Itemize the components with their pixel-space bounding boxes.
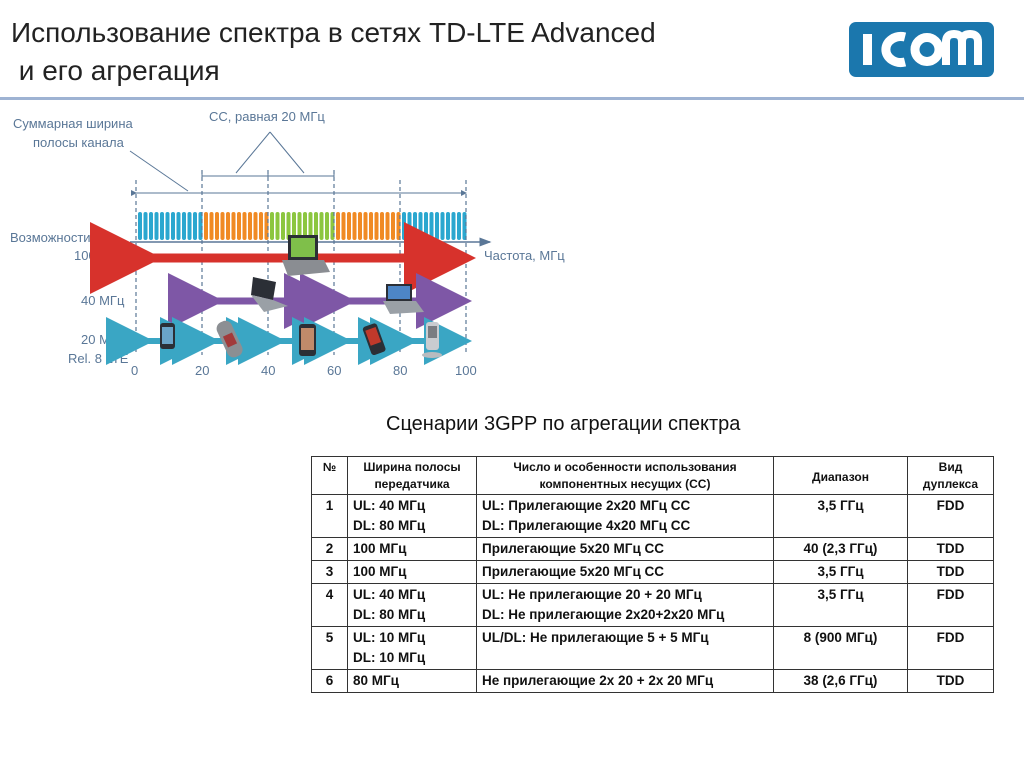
cell-band: 3,5 ГГц — [773, 560, 908, 584]
cell-bandwidth-line: 100 МГц — [353, 541, 407, 556]
label-ue-capabilities: Возможности UE — [10, 230, 113, 245]
cell-bandwidth-line: 80 МГц — [353, 673, 399, 688]
tick-100: 100 — [455, 363, 477, 378]
cell-cc: UL: Прилегающие 2х20 МГц СС DL: Прилегающ… — [476, 494, 774, 538]
cell-num: 6 — [311, 669, 348, 693]
icom-logo-icon — [849, 22, 994, 77]
tick-20: 20 — [195, 363, 209, 378]
cell-band: 8 (900 МГц) — [773, 626, 908, 670]
cell-cc-line: Не прилегающие 2х 20 + 2х 20 МГц — [482, 673, 714, 688]
table-row: 6 80 МГц Не прилегающие 2х 20 + 2х 20 МГц 3… — [311, 669, 994, 693]
cell-cc: UL/DL: Не прилегающие 5 + 5 МГц — [476, 626, 774, 670]
header-bandwidth: Ширина полосы передатчика — [347, 456, 477, 495]
row-label-100: 100 МГц — [74, 248, 125, 263]
tick-0: 0 — [131, 363, 138, 378]
cell-duplex: FDD — [907, 626, 994, 670]
cell-cc-line: UL: Не прилегающие 20 + 20 МГц — [482, 587, 702, 602]
cell-duplex: TDD — [907, 669, 994, 693]
cell-cc-line: UL/DL: Не прилегающие 5 + 5 МГц — [482, 630, 709, 645]
cell-num: 2 — [311, 537, 348, 561]
cell-bandwidth-line: DL: 10 МГц — [353, 650, 426, 665]
row-label-20: 20 МГц — [81, 332, 125, 347]
cell-duplex: FDD — [907, 494, 994, 538]
header-band: Диапазон — [773, 456, 908, 495]
cell-bandwidth: 80 МГц — [347, 669, 477, 693]
cell-bandwidth: 100 МГц — [347, 537, 477, 561]
cell-cc: Прилегающие 5х20 МГц СС — [476, 537, 774, 561]
cell-num: 5 — [311, 626, 348, 670]
cell-duplex: TDD — [907, 560, 994, 584]
table-subtitle: Сценарии 3GPP по агрегации спектра — [386, 413, 741, 435]
cell-num: 3 — [311, 560, 348, 584]
title-line-1: Использование спектра в сетях TD-LTE Adv… — [11, 17, 656, 48]
header-cc: Число и особенности использования компон… — [476, 456, 774, 495]
cell-duplex: FDD — [907, 583, 994, 627]
cell-band: 40 (2,3 ГГц) — [773, 537, 908, 561]
tick-80: 80 — [393, 363, 407, 378]
cell-num: 1 — [311, 494, 348, 538]
slide-title: Использование спектра в сетях TD-LTE Adv… — [11, 14, 656, 90]
cell-band: 38 (2,6 ГГц) — [773, 669, 908, 693]
cell-cc-line: DL: Прилегающие 4х20 МГц СС — [482, 518, 691, 533]
cell-cc-line: DL: Не прилегающие 2х20+2х20 МГц — [482, 607, 725, 622]
label-total-width-1: Суммарная ширина — [13, 116, 133, 131]
cell-band: 3,5 ГГц — [773, 494, 908, 538]
cell-num: 4 — [311, 583, 348, 627]
row-label-rel8: Rel. 8 LTE — [68, 351, 129, 366]
table-row: 2 100 МГц Прилегающие 5х20 МГц СС 40 (2,3 Г… — [311, 537, 994, 561]
carrier-4 — [336, 212, 401, 240]
carrier-5 — [402, 212, 467, 240]
cell-bandwidth-line: UL: 40 МГц — [353, 498, 426, 513]
cell-cc: Прилегающие 5х20 МГц СС — [476, 560, 774, 584]
cell-cc-line: UL: Прилегающие 2х20 МГц СС — [482, 498, 691, 513]
netbook-icon-1 — [251, 277, 288, 312]
bracket-lines — [129, 131, 467, 196]
header-num: № — [311, 456, 348, 495]
cell-bandwidth-line: 100 МГц — [353, 564, 407, 579]
cell-cc-line: Прилегающие 5х20 МГц СС — [482, 541, 664, 556]
laptop-icon — [282, 235, 330, 276]
label-total-width-2: полосы канала — [33, 135, 125, 150]
cell-band: 3,5 ГГц — [773, 583, 908, 627]
netbook-icon-2 — [383, 284, 424, 314]
cell-bandwidth: 100 МГц — [347, 560, 477, 584]
scenarios-table: № Ширина полосы передатчика Число и особ… — [311, 456, 994, 693]
axis-ticks: 0 20 40 60 80 100 — [131, 363, 477, 378]
cell-cc-line: Прилегающие 5х20 МГц СС — [482, 564, 664, 579]
spectrum-aggregation-diagram: Суммарная ширина полосы канала СС, равна… — [10, 109, 565, 378]
tick-60: 60 — [327, 363, 341, 378]
title-line-2: и его агрегация — [11, 55, 220, 86]
cell-bandwidth-line: DL: 80 МГц — [353, 607, 426, 622]
carrier-1 — [138, 212, 203, 240]
cell-duplex: TDD — [907, 537, 994, 561]
cell-bandwidth-line: UL: 40 МГц — [353, 587, 426, 602]
title-divider — [0, 97, 1024, 100]
label-frequency: Частота, МГц — [484, 248, 565, 263]
row-label-40: 40 МГц — [81, 293, 125, 308]
cell-bandwidth-line: DL: 80 МГц — [353, 518, 426, 533]
header-duplex: Вид дуплекса — [907, 456, 994, 495]
cell-cc: Не прилегающие 2х 20 + 2х 20 МГц — [476, 669, 774, 693]
table-header-row: № Ширина полосы передатчика Число и особ… — [311, 456, 994, 495]
phone-icons — [160, 320, 442, 358]
carrier-2 — [204, 212, 269, 240]
tick-40: 40 — [261, 363, 275, 378]
label-cc: СС, равная 20 МГц — [209, 109, 325, 124]
cell-bandwidth-line: UL: 10 МГц — [353, 630, 426, 645]
